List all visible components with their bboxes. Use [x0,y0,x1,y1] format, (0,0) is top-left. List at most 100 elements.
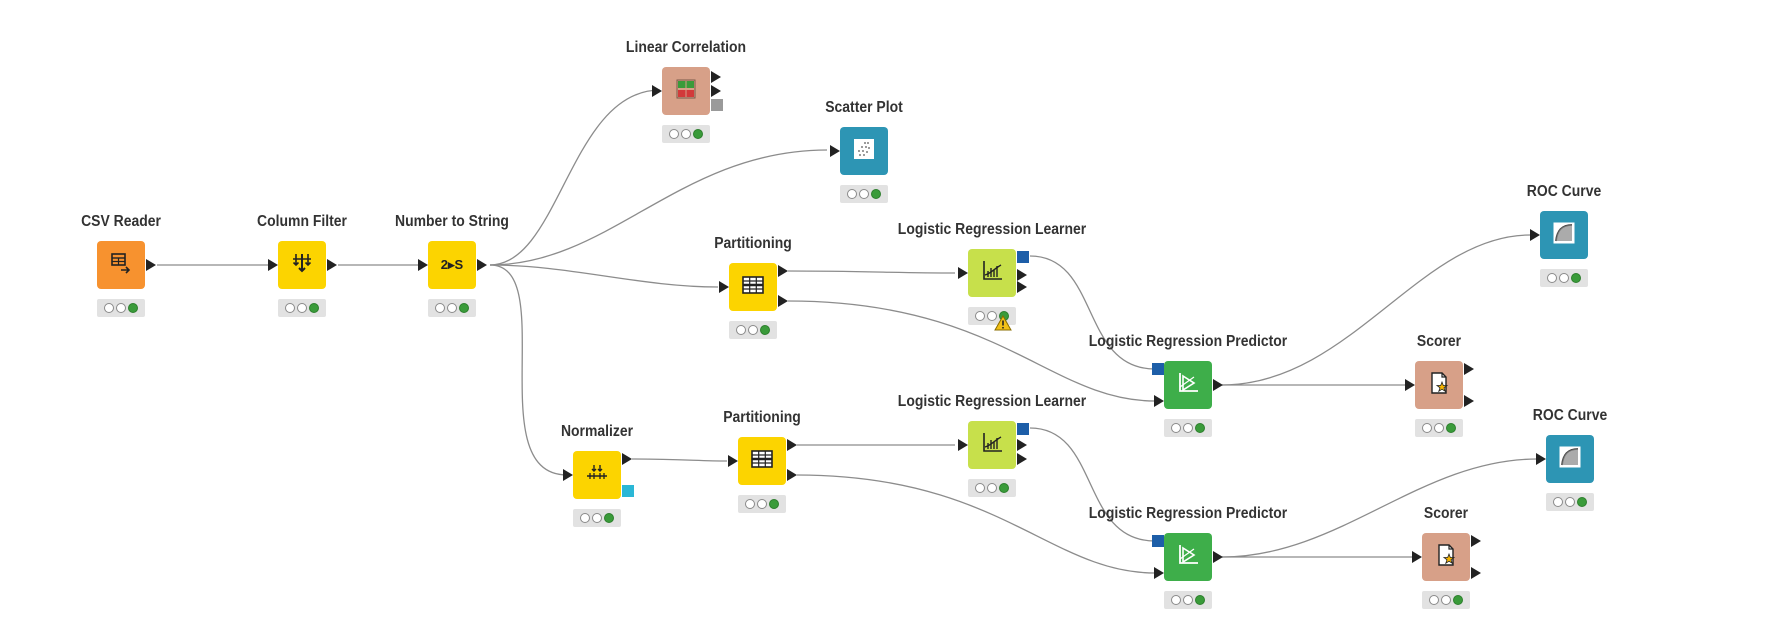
model-output-port[interactable] [622,485,634,497]
status-light-green [309,303,319,313]
output-port[interactable] [1471,567,1481,579]
status-light-yellow [681,129,691,139]
node-label: CSV Reader [81,213,161,230]
node-body[interactable] [662,67,710,115]
node-body[interactable] [968,421,1016,469]
model-output-port[interactable] [1017,251,1029,263]
node-body[interactable] [1164,361,1212,409]
node-body[interactable] [1540,211,1588,259]
node-body[interactable] [1415,361,1463,409]
status-light-yellow [447,303,457,313]
output-port[interactable] [787,439,797,451]
node-body[interactable] [1422,533,1470,581]
status-light-yellow [1559,273,1569,283]
node-body[interactable] [1546,435,1594,483]
node-label: ROC Curve [1526,183,1602,200]
input-port[interactable] [728,455,738,467]
output-port[interactable] [622,453,632,465]
input-port[interactable] [418,259,428,271]
status-light-red [1422,423,1432,433]
node-label: Linear Correlation [625,39,747,56]
input-port[interactable] [1536,453,1546,465]
status-light-yellow [1565,497,1575,507]
input-port[interactable] [268,259,278,271]
warning-icon[interactable] [994,314,1012,336]
model-input-port[interactable] [1152,363,1164,375]
output-port[interactable] [1017,269,1027,281]
input-port[interactable] [652,85,662,97]
connection-n2s-to-partitioning-1 [489,264,719,288]
node-body[interactable] [278,241,326,289]
status-light-yellow [987,311,997,321]
input-port[interactable] [1405,379,1415,391]
status-light-yellow [1434,423,1444,433]
status-light-green [769,499,779,509]
node-body[interactable] [1164,533,1212,581]
filter-arrows-icon [289,250,315,281]
output-port[interactable] [477,259,487,271]
output-port[interactable] [1464,363,1474,375]
node-status-indicator [1540,269,1588,287]
output-port[interactable] [1213,379,1223,391]
node-body[interactable] [968,249,1016,297]
model-output-port[interactable] [1017,423,1029,435]
status-light-red [745,499,755,509]
output-port[interactable] [778,265,788,277]
output-port[interactable] [1213,551,1223,563]
input-port[interactable] [958,267,968,279]
status-light-green [1577,497,1587,507]
node-body[interactable] [729,263,777,311]
node-body[interactable] [573,451,621,499]
output-port[interactable] [787,469,797,481]
input-port[interactable] [563,469,573,481]
node-body[interactable]: 2▸S [428,241,476,289]
image-output-port[interactable] [711,99,723,111]
normalizer-icon [584,460,610,491]
node-label: Column Filter [257,213,347,230]
input-port[interactable] [719,281,729,293]
node-label: Partitioning [723,409,801,426]
input-port[interactable] [1154,567,1164,579]
input-port[interactable] [958,439,968,451]
output-port[interactable] [146,259,156,271]
status-light-yellow [987,483,997,493]
node-label: Normalizer [560,423,634,440]
node-status-indicator [662,125,710,143]
input-port[interactable] [830,145,840,157]
status-light-yellow [592,513,602,523]
predictor-icon [1175,542,1201,573]
output-port[interactable] [1471,535,1481,547]
output-port[interactable] [1017,439,1027,451]
node-body[interactable] [738,437,786,485]
status-light-red [1171,423,1181,433]
status-light-red [580,513,590,523]
input-port[interactable] [1412,551,1422,563]
input-port[interactable] [1530,229,1540,241]
status-light-green [1453,595,1463,605]
node-status-indicator [573,509,621,527]
status-light-yellow [1441,595,1451,605]
predictor-icon [1175,370,1201,401]
node-status-indicator [1415,419,1463,437]
model-input-port[interactable] [1152,535,1164,547]
status-light-red [104,303,114,313]
output-port[interactable] [1017,281,1027,293]
node-body[interactable] [97,241,145,289]
status-light-red [1553,497,1563,507]
output-port[interactable] [711,71,721,83]
status-light-yellow [1183,423,1193,433]
node-body[interactable] [840,127,888,175]
connection-partitioning1-to-learner1 [787,270,956,274]
input-port[interactable] [1154,395,1164,407]
output-port[interactable] [711,85,721,97]
partition-grid-icon [749,446,775,477]
output-port[interactable] [1017,453,1027,465]
status-light-yellow [757,499,767,509]
output-port[interactable] [778,295,788,307]
output-port[interactable] [327,259,337,271]
roc-curve-icon [1551,220,1577,251]
node-status-indicator [278,299,326,317]
output-port[interactable] [1464,395,1474,407]
